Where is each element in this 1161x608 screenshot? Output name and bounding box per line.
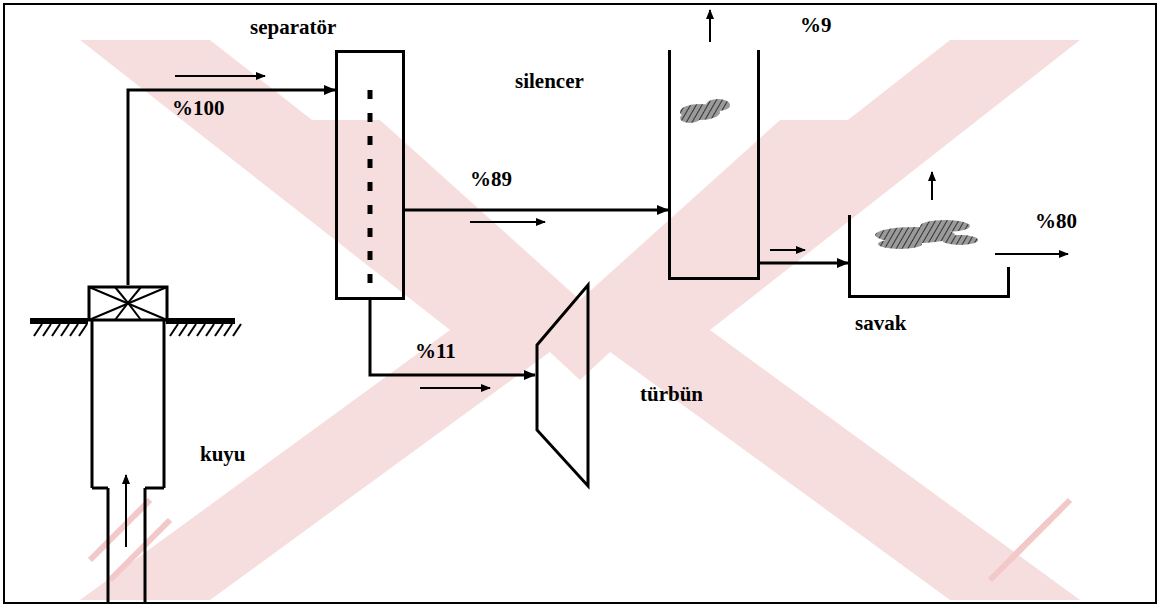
flow-percentage: %100: [172, 97, 225, 120]
flow-percentage: %11: [415, 340, 456, 363]
flow-percentage: %89: [470, 168, 512, 191]
flow-percentage: %9: [800, 14, 832, 37]
flow-pipe: [405, 209, 668, 212]
flow-arrows: [175, 10, 1068, 388]
well-outline: [87, 285, 169, 603]
frame: [4, 4, 1156, 603]
silencer-box: silencer: [668, 50, 760, 280]
silencer-box-outline: [668, 50, 760, 280]
turbine-symbol: türbün: [535, 283, 590, 488]
watermark-stripes: [90, 500, 1070, 580]
turbine-symbol-outline: [535, 283, 590, 488]
weir-tank-outline: [848, 215, 1010, 298]
flow-pipe: [128, 90, 335, 285]
flow-pipe: [760, 262, 848, 265]
steam-cloud: [680, 99, 978, 249]
node-label: silencer: [515, 70, 584, 93]
separator-box-outline: [335, 50, 405, 300]
ground-hatch: [34, 324, 241, 336]
separator-box: separatör: [335, 50, 405, 300]
weir-tank: savak: [848, 215, 1010, 298]
flow-pipe: [370, 300, 535, 375]
node-label: türbün: [640, 383, 703, 406]
node-label: savak: [855, 312, 906, 335]
watermark: [80, 40, 1080, 600]
well: kuyu: [87, 285, 169, 603]
flow-percentage: %80: [1035, 210, 1077, 233]
node-label: kuyu: [200, 443, 246, 466]
node-label: separatör: [250, 16, 336, 39]
